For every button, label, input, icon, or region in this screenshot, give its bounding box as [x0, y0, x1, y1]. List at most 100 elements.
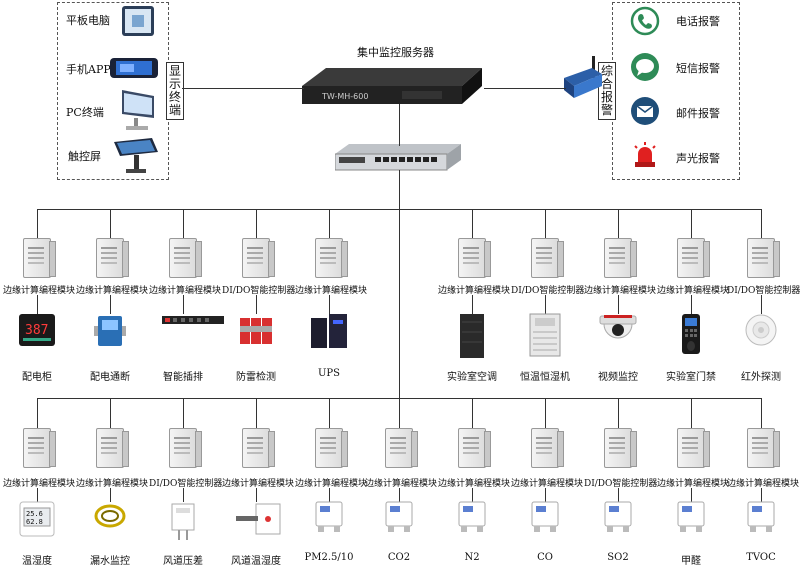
drop-line: [691, 209, 692, 238]
device-icon: [161, 312, 224, 331]
drop-line: [256, 209, 257, 238]
drop-line: [183, 209, 184, 238]
device-label: 风道压差: [163, 556, 203, 567]
display-to-server-line: [182, 88, 304, 89]
module-label: 边缘计算编程模块: [295, 286, 368, 296]
device-icon: [234, 312, 278, 352]
phone-alarm-label: 电话报警: [676, 15, 720, 28]
module-to-device-line: [399, 488, 400, 502]
controller-module-icon: [674, 428, 710, 468]
controller-module-icon: [20, 428, 56, 468]
module-label: 边缘计算编程模块: [511, 479, 584, 489]
module-to-device-line: [618, 295, 619, 314]
controller-module-icon: [93, 428, 129, 468]
drop-line: [545, 398, 546, 428]
drop-line: [618, 398, 619, 428]
device-icon: [596, 312, 640, 348]
device-icon: [161, 500, 205, 546]
device-label: 配电通断: [90, 372, 130, 383]
server-icon: TW-MH-600: [302, 64, 488, 110]
mail-icon: [630, 96, 660, 130]
controller-module-icon: [601, 428, 637, 468]
module-label: DI/DO智能控制器: [511, 286, 585, 296]
drop-line: [183, 398, 184, 428]
device-label: TVOC: [746, 552, 776, 563]
device-label: 风道温湿度: [231, 556, 281, 567]
controller-module-icon: [312, 428, 348, 468]
module-to-device-line: [472, 488, 473, 502]
module-label: DI/DO智能控制器: [584, 479, 658, 489]
device-icon: [450, 312, 494, 364]
message-alarm-label: 短信报警: [676, 62, 720, 75]
server-to-gateway-line: [484, 88, 566, 89]
controller-module-icon: [382, 428, 418, 468]
device-icon: [739, 312, 783, 352]
device-label: 实验室门禁: [666, 372, 716, 383]
drop-line: [761, 209, 762, 238]
server-model-text: TW-MH-600: [321, 92, 368, 101]
controller-module-icon: [239, 428, 275, 468]
module-label: DI/DO智能控制器: [727, 286, 800, 296]
server-label: 集中监控服务器: [357, 46, 434, 59]
device-label: 智能插排: [163, 372, 203, 383]
device-label: 漏水监控: [90, 556, 130, 567]
device-label: UPS: [317, 368, 340, 379]
module-to-device-line: [761, 488, 762, 502]
controller-module-icon: [93, 238, 129, 278]
mail-alarm-label: 邮件报警: [676, 107, 720, 120]
drop-line: [472, 398, 473, 428]
module-to-device-line: [110, 488, 111, 502]
module-to-device-line: [761, 295, 762, 314]
readout-text: 387: [25, 323, 48, 338]
module-to-device-line: [183, 295, 184, 314]
device-icon: [234, 500, 281, 544]
module-label: 边缘计算编程模块: [3, 479, 76, 489]
device-icon: [669, 500, 713, 540]
module-label: 边缘计算编程模块: [584, 286, 657, 296]
module-label: 边缘计算编程模块: [295, 479, 368, 489]
module-label: 边缘计算编程模块: [3, 286, 76, 296]
tablet-icon: [116, 4, 160, 42]
drop-line: [545, 209, 546, 238]
module-to-device-line: [256, 488, 257, 502]
controller-module-icon: [744, 428, 780, 468]
main-trunk-line: [399, 170, 400, 398]
controller-module-icon: [601, 238, 637, 278]
device-label: 甲醛: [681, 556, 701, 567]
module-to-device-line: [37, 295, 38, 314]
alarm-label: 综合报警: [598, 62, 616, 120]
controller-module-icon: [20, 238, 56, 278]
module-label: 边缘计算编程模块: [365, 479, 438, 489]
message-icon: [630, 52, 660, 86]
device-icon: [88, 500, 132, 536]
device-label: CO2: [387, 552, 411, 563]
device-icon: [377, 500, 421, 540]
mobile-app-label: 手机APP: [66, 63, 111, 76]
module-to-device-line: [329, 295, 330, 314]
device-label: 防雷检测: [236, 372, 276, 383]
sound-light-alarm-label: 声光报警: [676, 152, 720, 165]
alarm-light-icon: [630, 140, 660, 174]
pc-label: PC终端: [66, 106, 104, 119]
controller-module-icon: [166, 428, 202, 468]
device-icon: [669, 312, 713, 360]
device-label: SO2: [607, 552, 629, 563]
device-label: PM2.5/10: [304, 552, 354, 563]
controller-module-icon: [674, 238, 710, 278]
device-icon: 387: [15, 312, 59, 352]
device-label: 实验室空调: [447, 372, 497, 383]
module-to-device-line: [618, 488, 619, 502]
module-label: 边缘计算编程模块: [76, 479, 149, 489]
phone-icon: [108, 56, 160, 84]
module-label: DI/DO智能控制器: [149, 479, 223, 489]
drop-line: [110, 398, 111, 428]
monitor-icon: [118, 88, 158, 138]
device-icon: [596, 500, 640, 540]
module-label: 边缘计算编程模块: [222, 479, 295, 489]
module-label: 边缘计算编程模块: [657, 479, 730, 489]
module-to-device-line: [329, 488, 330, 502]
device-icon: [739, 500, 783, 540]
readout-text: 62.8: [26, 518, 43, 526]
controller-module-icon: [312, 238, 348, 278]
